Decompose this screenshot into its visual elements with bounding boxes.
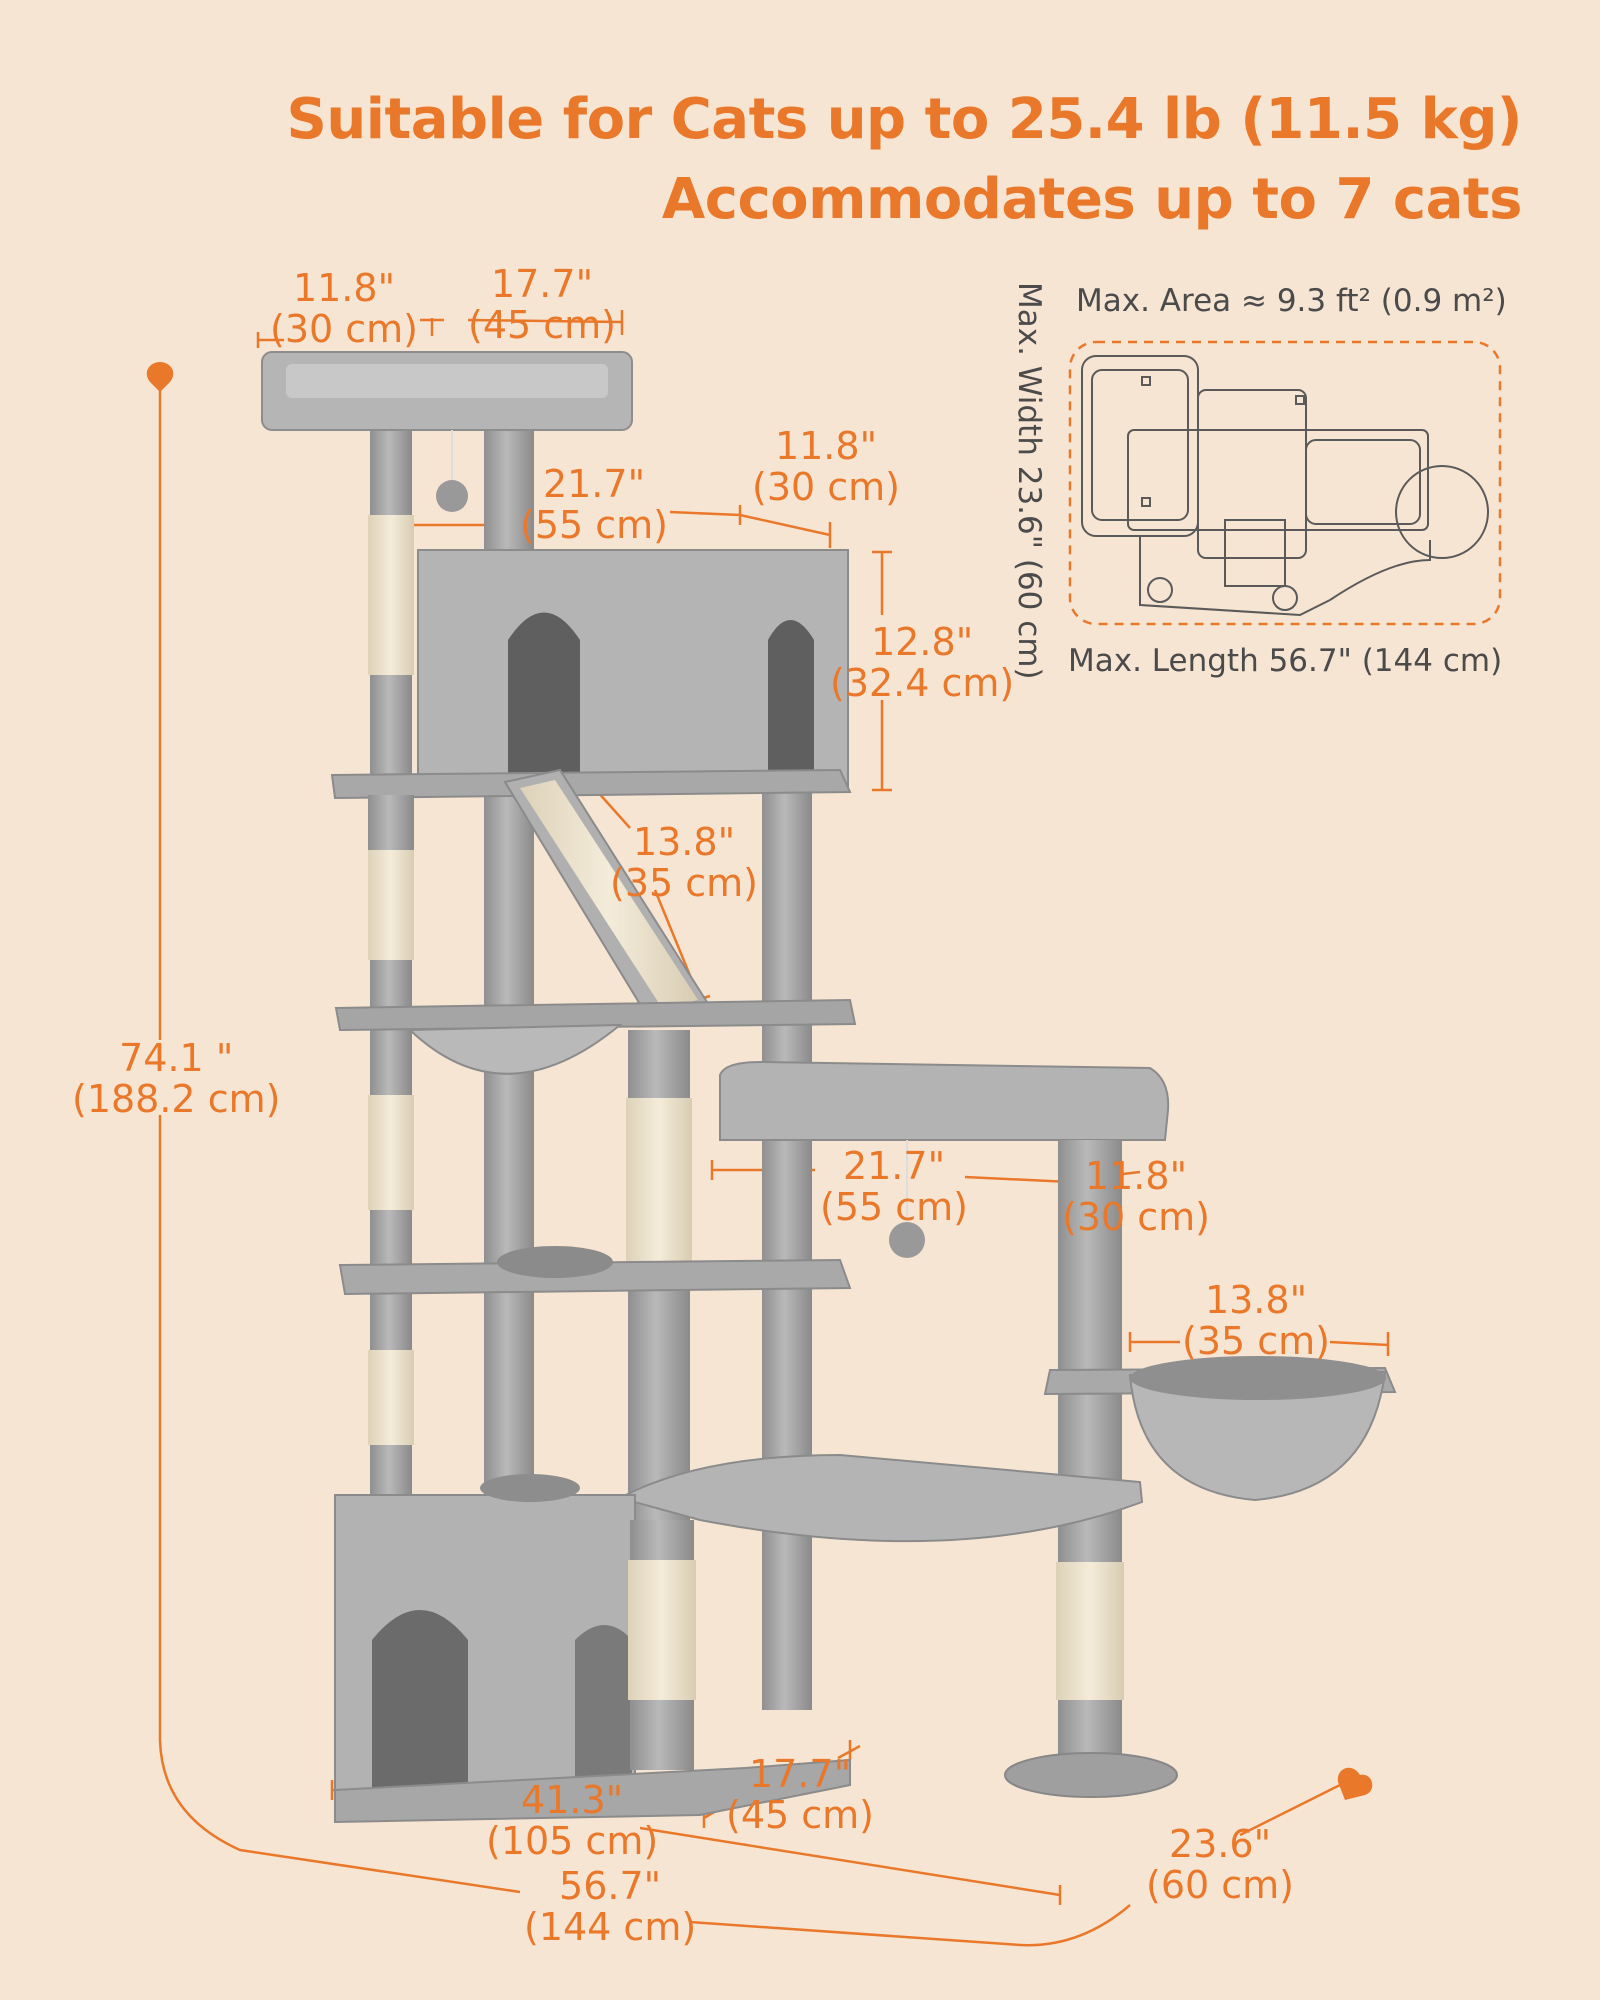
sisal-wrap (368, 1350, 414, 1445)
basket-diameter-label: 13.8"(35 cm) (1182, 1278, 1330, 1364)
top-perch-depth-label: 11.8"(30 cm) (270, 266, 418, 352)
condo-height-label: 12.8"(32.4 cm) (830, 620, 1015, 706)
condo-opening (508, 612, 580, 790)
post-base-disc (1004, 1752, 1178, 1798)
top-perch-guide (256, 310, 624, 348)
condo-height-guide (872, 550, 892, 792)
sisal-wrap (628, 1560, 696, 1700)
base-depth-label: 17.7"(45 cm) (726, 1752, 874, 1838)
sisal-wrap (626, 1098, 692, 1263)
headline-weight-limit: Suitable for Cats up to 25.4 lb (11.5 kg… (286, 87, 1523, 152)
condo-window (768, 620, 814, 790)
side-perch-depth-label: 11.8"(30 cm) (1062, 1154, 1210, 1240)
side-perch-width-label: 21.7"(55 cm) (820, 1144, 968, 1230)
ramp-length-label: 13.8"(35 cm) (610, 820, 758, 906)
total-height-label: 74.1 "(188.2 cm) (72, 1036, 281, 1122)
lower-condo-opening (372, 1610, 468, 1795)
condo-width-label: 21.7"(55 cm) (520, 462, 668, 548)
sisal-wrap (368, 515, 414, 675)
base-width-label: 41.3"(105 cm) (486, 1778, 659, 1864)
cat-basket (1128, 1370, 1387, 1502)
heart-arrow-right-icon (1337, 1767, 1373, 1800)
side-perch (719, 1060, 1170, 1141)
footprint-max-width: Max. Width 23.6" (60 cm) (1011, 282, 1047, 680)
base-board (334, 1758, 851, 1824)
sisal-wrap (368, 1095, 414, 1210)
lower-platform (617, 1453, 1144, 1543)
top-perch-width-label: 17.7"(45 cm) (468, 262, 616, 348)
footprint-top-view (1081, 355, 1489, 617)
hammock (407, 1023, 623, 1075)
total-width-label: 23.6"(60 cm) (1146, 1822, 1294, 1908)
headline-cat-capacity: Accommodates up to 7 cats (661, 167, 1523, 232)
sisal-wrap (1056, 1562, 1124, 1700)
upper-platform (330, 768, 852, 800)
dangling-ball-toy (436, 480, 468, 512)
heart-arrow-top-icon (146, 362, 174, 392)
rear-post-right (762, 780, 812, 1710)
height-guide (158, 385, 1341, 1947)
total-length-label: 56.7"(144 cm) (524, 1864, 697, 1950)
footprint-max-length: Max. Length 56.7" (144 cm) (1068, 643, 1503, 679)
dangling-ball-toy (889, 1222, 925, 1258)
hammock-frame (334, 998, 857, 1032)
cat-tree (261, 351, 1397, 1824)
basket-guide (1128, 1332, 1390, 1356)
footprint-max-area: Max. Area ≈ 9.3 ft² (0.9 m²) (1076, 283, 1507, 319)
footprint-frame (1068, 340, 1502, 626)
middle-platform (338, 1258, 852, 1296)
sisal-wrap (368, 850, 414, 960)
condo-depth-label: 11.8"(30 cm) (752, 424, 900, 510)
